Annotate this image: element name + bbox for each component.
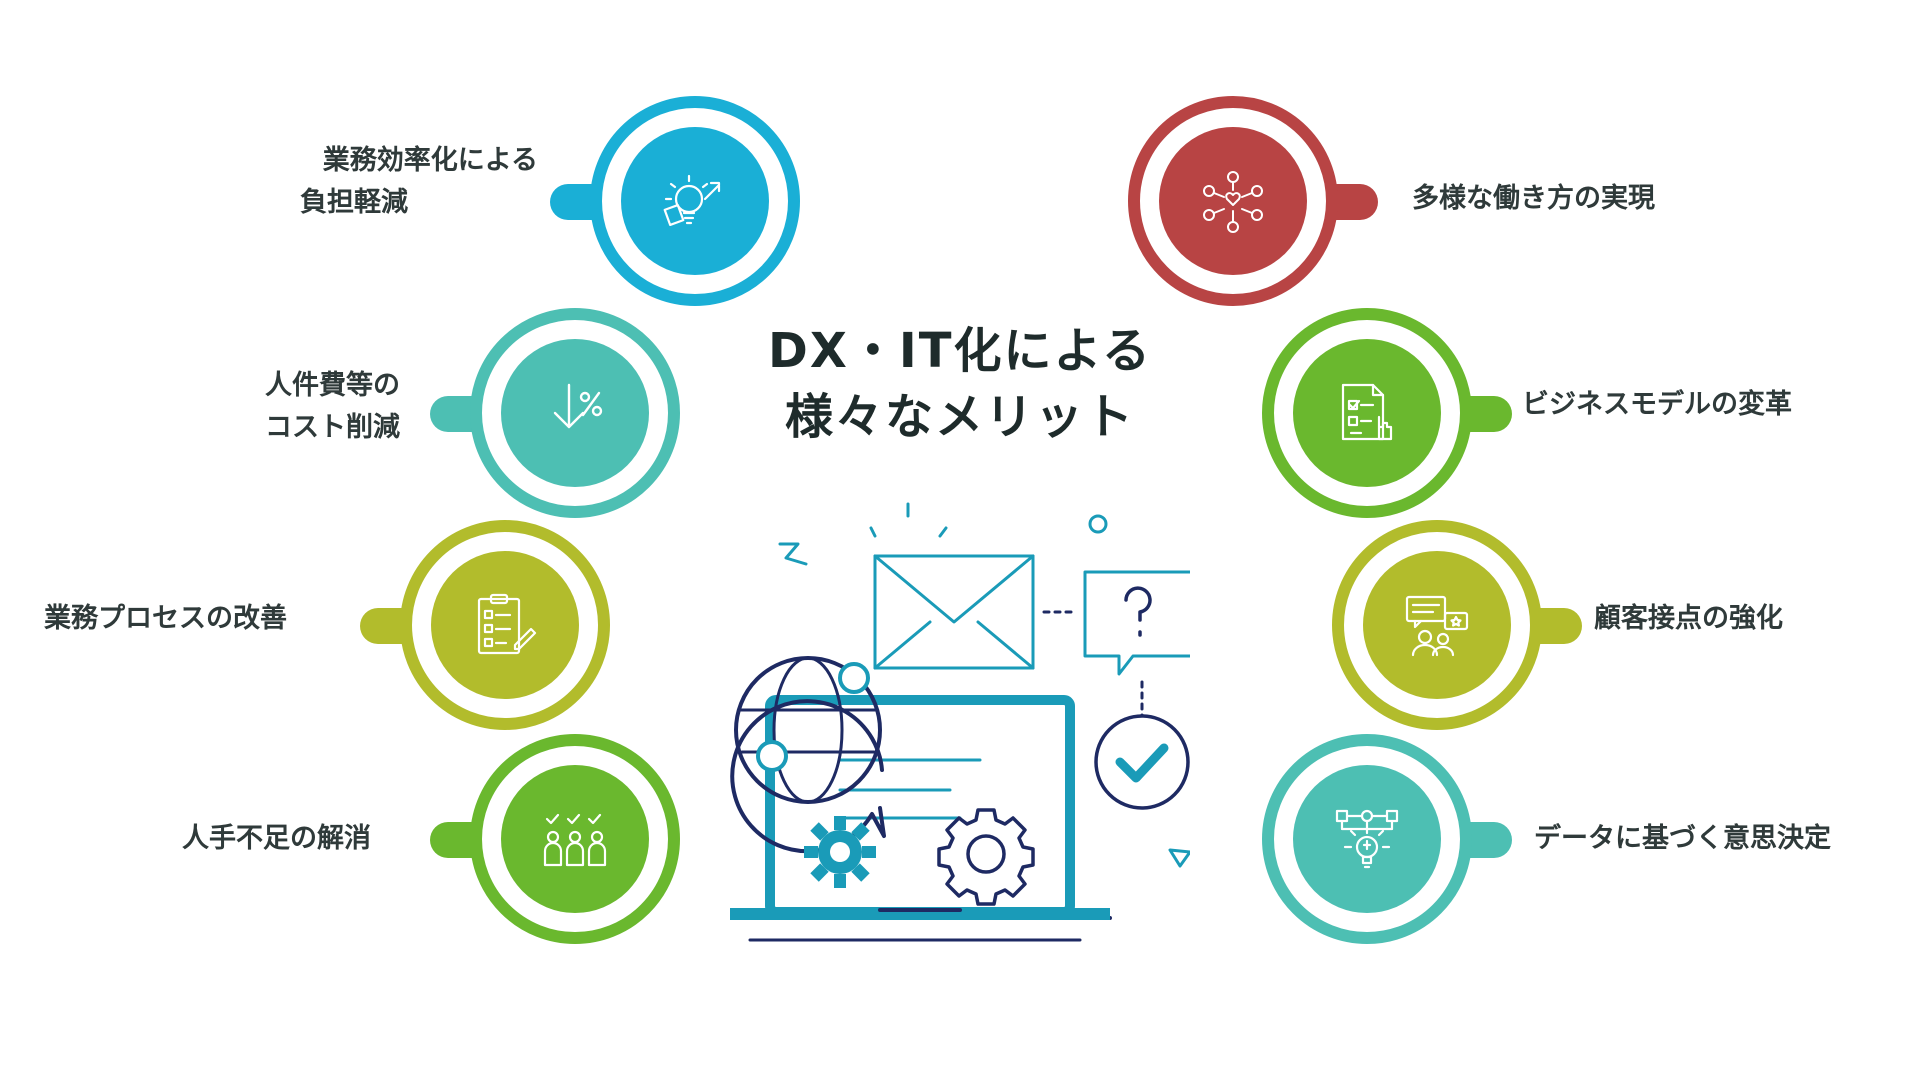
title-line-1: DX・IT化による [767,323,1152,379]
laptop-communication-illustration [730,502,1190,942]
benefit-diverse-work [1128,96,1378,306]
benefit-customer-contact [1332,520,1582,730]
label-process-improvement: 業務プロセスの改善 [44,603,287,634]
percent-down-arrow-icon [553,383,603,429]
network-people-icon [1203,171,1263,233]
lightbulb-growth-icon [663,174,721,227]
benefit-labor-shortage [430,734,680,944]
customer-chat-icon [1405,595,1469,657]
clipboard-checklist-icon [477,593,537,655]
diagram-title: DX・IT化による 様々なメリット [740,318,1180,450]
label-cost-reduction: 人件費等の コスト削減 [265,370,400,443]
team-check-icon [543,813,607,867]
gear-icon [804,816,876,888]
label-labor-shortage: 人手不足の解消 [182,823,371,854]
label-diverse-work: 多様な働き方の実現 [1412,183,1655,214]
benefit-cost-reduction [430,308,680,518]
title-line-2: 様々なメリット [784,389,1135,445]
data-decision-icon [1335,809,1399,869]
label-data-decision: データに基づく意思決定 [1534,823,1831,854]
benefit-efficiency [550,96,800,306]
benefit-data-decision [1262,734,1512,944]
label-efficiency: 業務効率化による 負担軽減 [300,145,538,218]
document-select-icon [1341,383,1393,441]
label-customer-contact: 顧客接点の強化 [1594,603,1783,634]
benefit-business-model [1262,308,1512,518]
benefit-process-improvement [360,520,610,730]
label-business-model: ビジネスモデルの変革 [1522,389,1792,420]
